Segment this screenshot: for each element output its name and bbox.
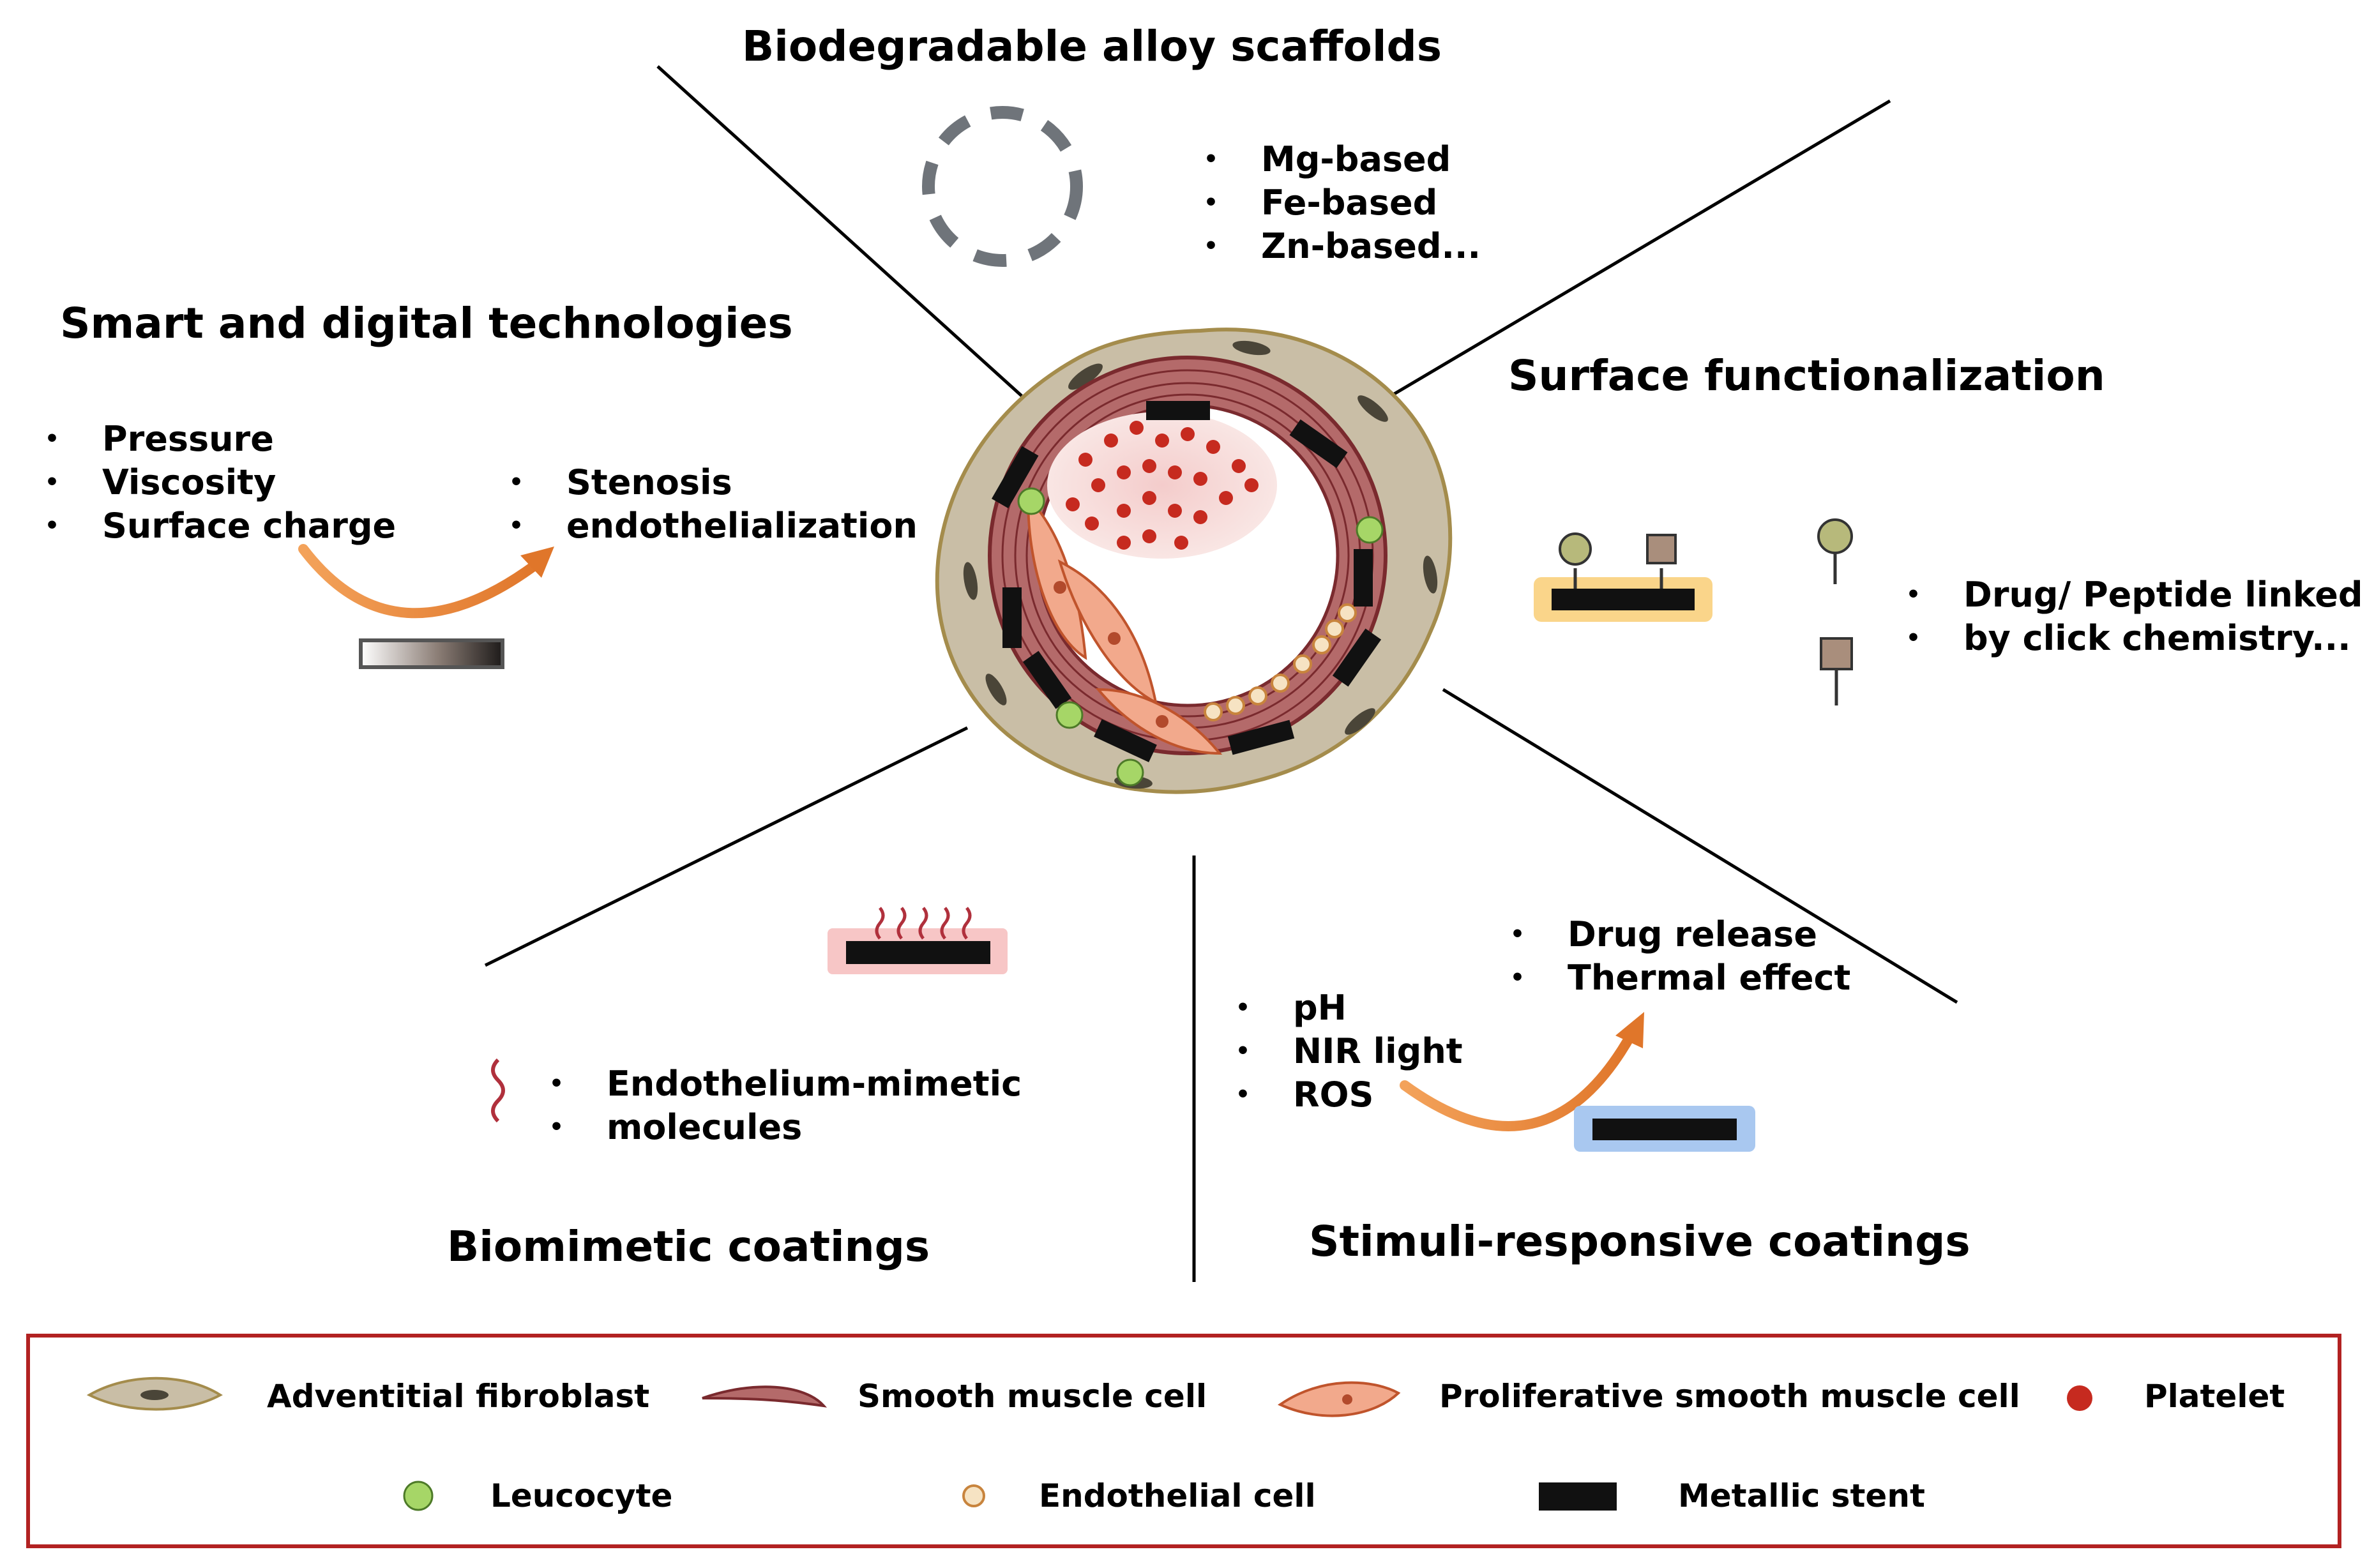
biomimetic-stent-icon xyxy=(828,907,1008,974)
divider-lines xyxy=(484,65,1958,1282)
list-item: Pressure xyxy=(45,418,396,461)
legend-endothelial: Endothelial cell xyxy=(1039,1477,1316,1514)
mimetic-molecule-icon xyxy=(491,1058,505,1123)
list-item: Endothelium-mimetic xyxy=(549,1062,1022,1106)
platelet-icon xyxy=(2067,1385,2092,1411)
list-item: Surface charge xyxy=(45,504,396,548)
legend-leucocyte: Leucocyte xyxy=(490,1477,673,1514)
title-biodegradable: Biodegradable alloy scaffolds xyxy=(742,22,1442,71)
peptide-ligand-icon xyxy=(1817,518,1853,584)
legend-platelet: Platelet xyxy=(2144,1378,2285,1415)
endothelial-cells xyxy=(1204,603,1357,721)
title-surface: Surface functionalization xyxy=(1508,351,2105,400)
surface-list: Drug/ Peptide linked by click chemistry.… xyxy=(1906,573,2363,660)
leucocytes xyxy=(1017,487,1384,787)
list-item: molecules xyxy=(549,1106,1022,1149)
stent-struts xyxy=(992,401,1382,762)
functionalized-stent-icon xyxy=(1534,532,1712,622)
stimuli-output-list: Drug release Thermal effect xyxy=(1510,913,1850,1000)
divider-line xyxy=(1384,99,1891,401)
title-smart: Smart and digital technologies xyxy=(60,299,793,348)
list-item: ROS xyxy=(1236,1073,1463,1117)
legend-fibroblast: Adventitial fibroblast xyxy=(267,1378,650,1415)
list-item: Drug release xyxy=(1510,913,1850,956)
legend-stent: Metallic stent xyxy=(1678,1477,1925,1514)
legend-icons xyxy=(86,1376,2092,1511)
list-item: Mg-based xyxy=(1204,138,1481,181)
legend-proliferative: Proliferative smooth muscle cell xyxy=(1439,1378,2020,1415)
list-item: Thermal effect xyxy=(1510,956,1850,1000)
list-item: Drug/ Peptide linked xyxy=(1906,573,2363,617)
legend-smooth-muscle: Smooth muscle cell xyxy=(858,1378,1207,1415)
drug-ligand-icon xyxy=(1820,637,1853,705)
curved-arrow-icon xyxy=(298,544,545,619)
degrading-scaffold-icon xyxy=(922,106,1083,267)
smart-output-list: Stenosis endothelialization xyxy=(509,461,918,548)
stimuli-input-list: pH NIR light ROS xyxy=(1236,986,1463,1117)
proliferative-nuclei xyxy=(1054,581,1168,728)
divider-line xyxy=(484,726,969,967)
proliferative-cells xyxy=(1026,495,1223,755)
endothelial-cell-icon xyxy=(962,1484,985,1507)
title-biomimetic: Biomimetic coatings xyxy=(447,1222,930,1271)
list-item: Stenosis xyxy=(509,461,918,504)
leucocyte-icon xyxy=(403,1481,434,1511)
list-item: endothelialization xyxy=(509,504,918,548)
arrowhead-icon xyxy=(1615,1012,1644,1048)
divider-line xyxy=(1442,688,1958,1004)
fibroblast-icon xyxy=(86,1376,223,1411)
responsive-stent-icon xyxy=(1574,1106,1755,1152)
legend-box xyxy=(26,1334,2341,1548)
list-item: Zn-based... xyxy=(1204,225,1481,268)
arrowhead-icon xyxy=(520,547,554,578)
smooth-muscle-cell-icon xyxy=(702,1385,828,1408)
list-item: NIR light xyxy=(1236,1030,1463,1073)
smart-input-list: Pressure Viscosity Surface charge xyxy=(45,418,396,548)
proliferative-cell-icon xyxy=(1277,1381,1401,1417)
list-item: Fe-based xyxy=(1204,181,1481,225)
divider-line xyxy=(656,65,1023,397)
list-item: Viscosity xyxy=(45,461,396,504)
biodegradable-list: Mg-based Fe-based Zn-based... xyxy=(1204,138,1481,268)
title-stimuli: Stimuli-responsive coatings xyxy=(1309,1217,1970,1266)
biomimetic-list: Endothelium-mimetic molecules xyxy=(549,1062,1022,1149)
list-item: pH xyxy=(1236,986,1463,1030)
artery-cross-section xyxy=(935,328,1453,794)
platelet-cluster xyxy=(1066,421,1259,550)
metallic-stent-icon xyxy=(1539,1482,1617,1511)
list-item: by click chemistry... xyxy=(1906,617,2363,660)
gradient-bar-icon xyxy=(359,638,504,669)
